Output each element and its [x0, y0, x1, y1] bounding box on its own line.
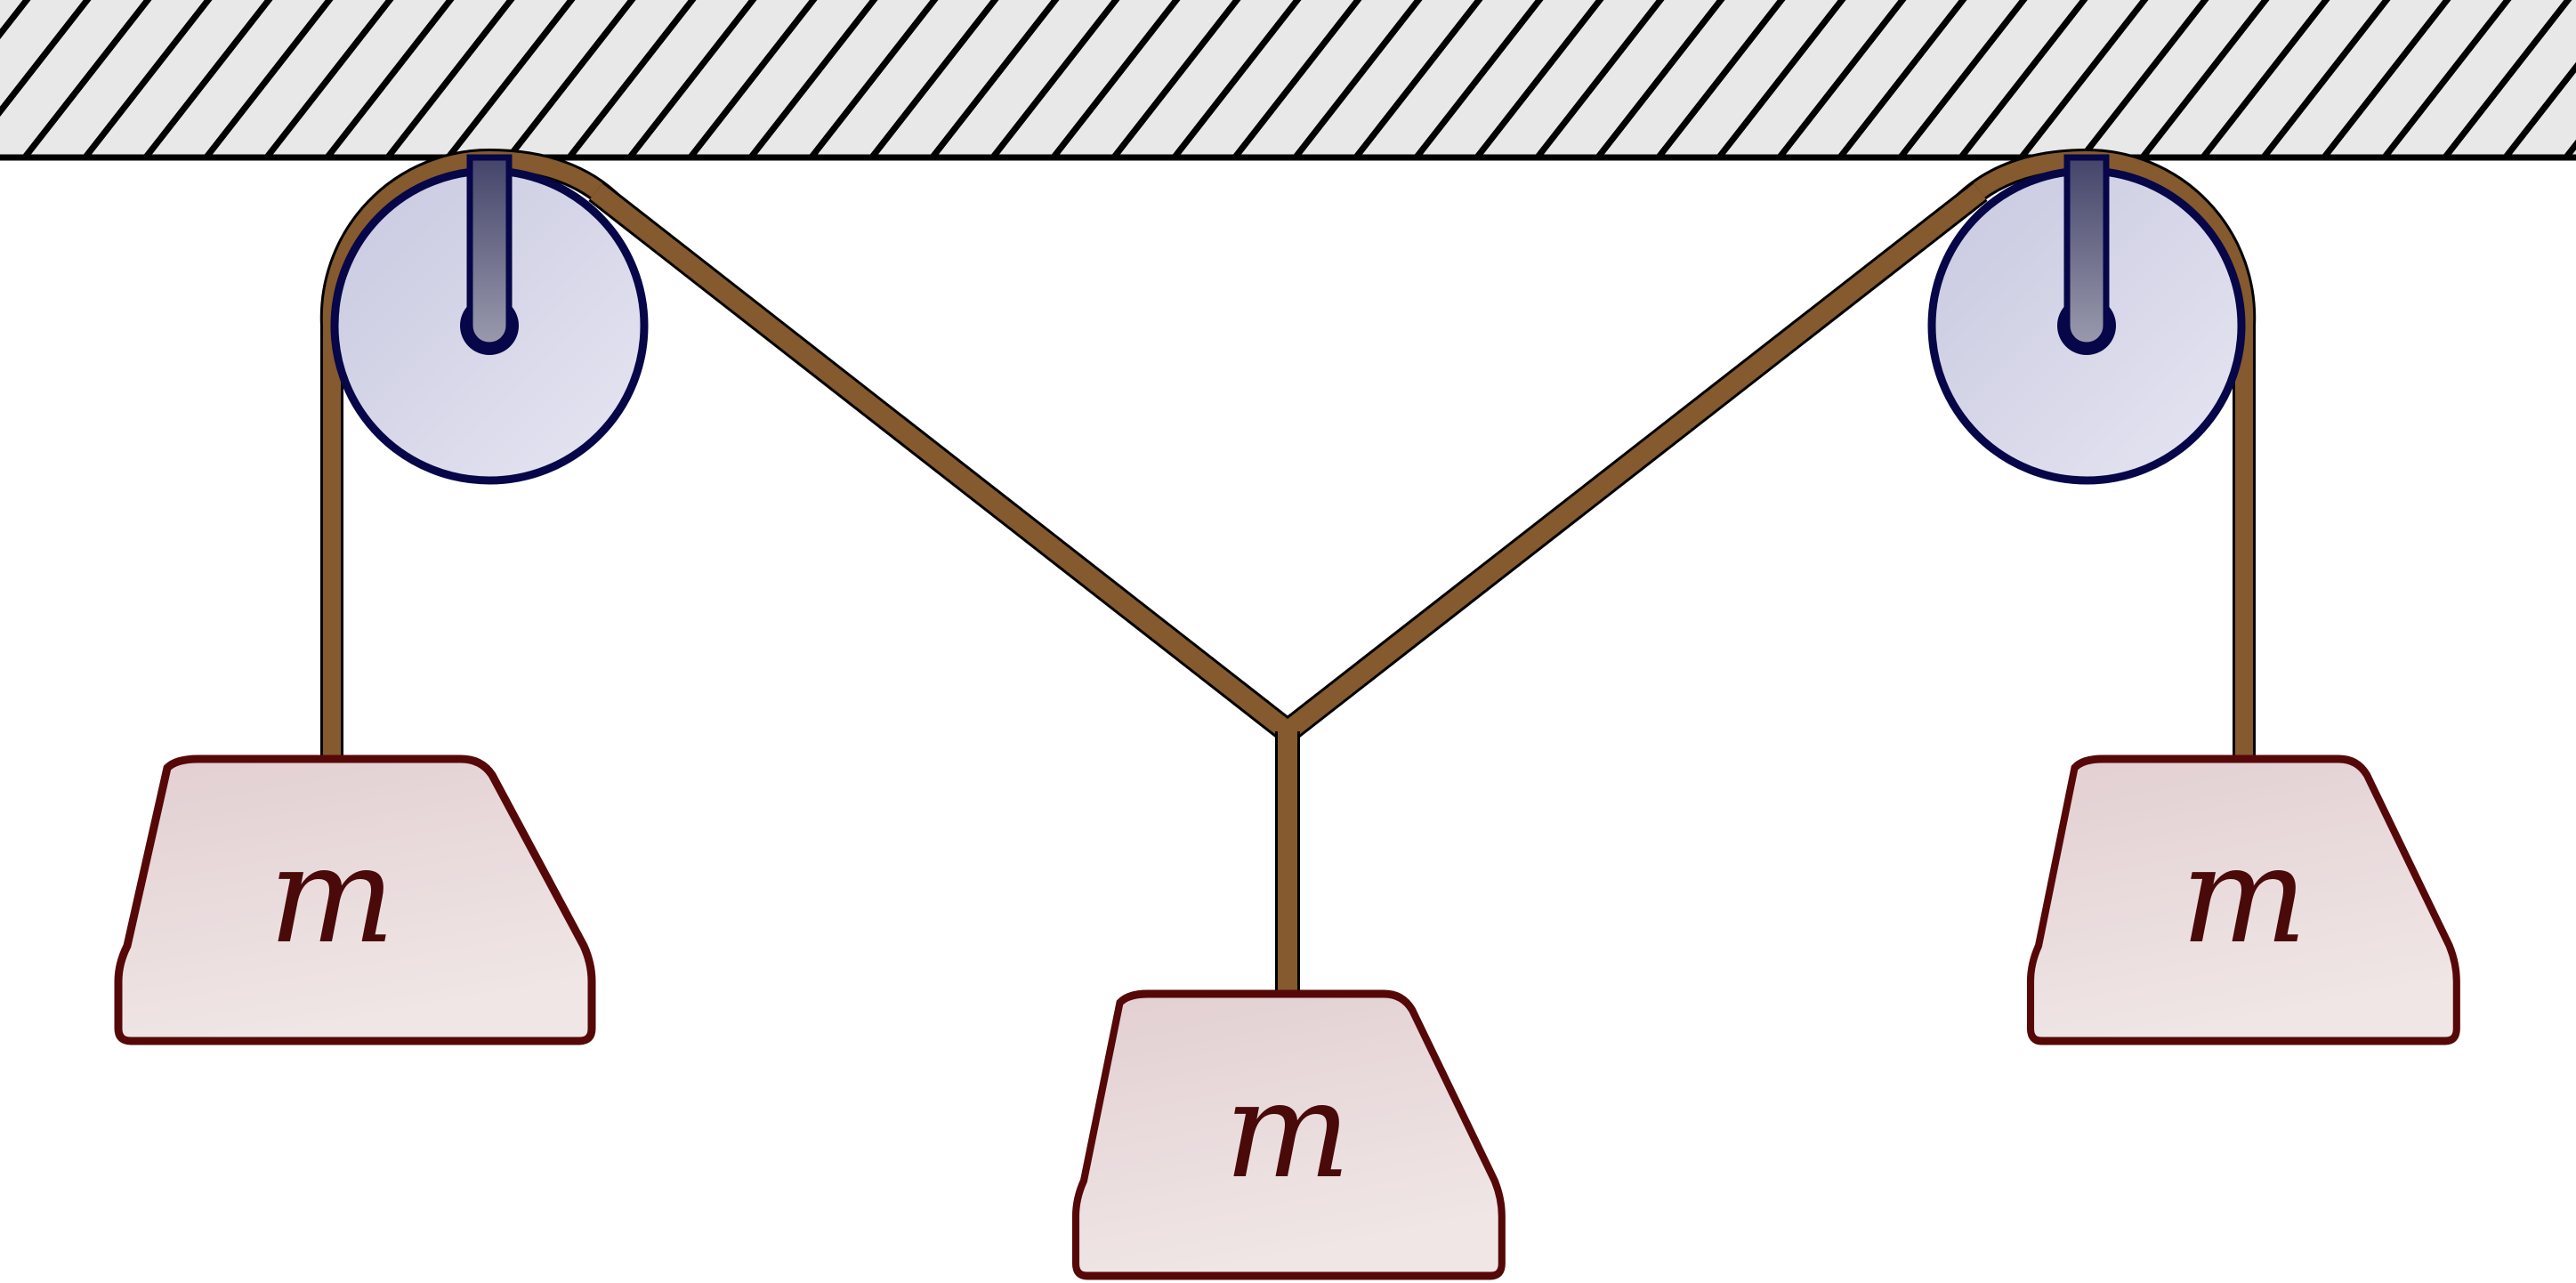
mass-center: m	[1071, 989, 1506, 1280]
pulley-right	[1927, 154, 2246, 485]
ceiling	[0, 0, 2576, 161]
axle-bracket-left	[466, 154, 513, 349]
mass-left: m	[114, 754, 596, 1045]
pulley-left	[330, 154, 649, 485]
mass-label: m	[1224, 1053, 1351, 1208]
ropes	[319, 148, 2257, 997]
mass-label: m	[269, 819, 395, 973]
rope-left-vertical	[319, 148, 623, 759]
rope-right-vertical	[1953, 148, 2257, 759]
rope-v-shape	[588, 181, 1988, 747]
mass-label: m	[2181, 819, 2307, 973]
axle-bracket-right	[2063, 154, 2110, 349]
mass-right: m	[2026, 754, 2460, 1045]
